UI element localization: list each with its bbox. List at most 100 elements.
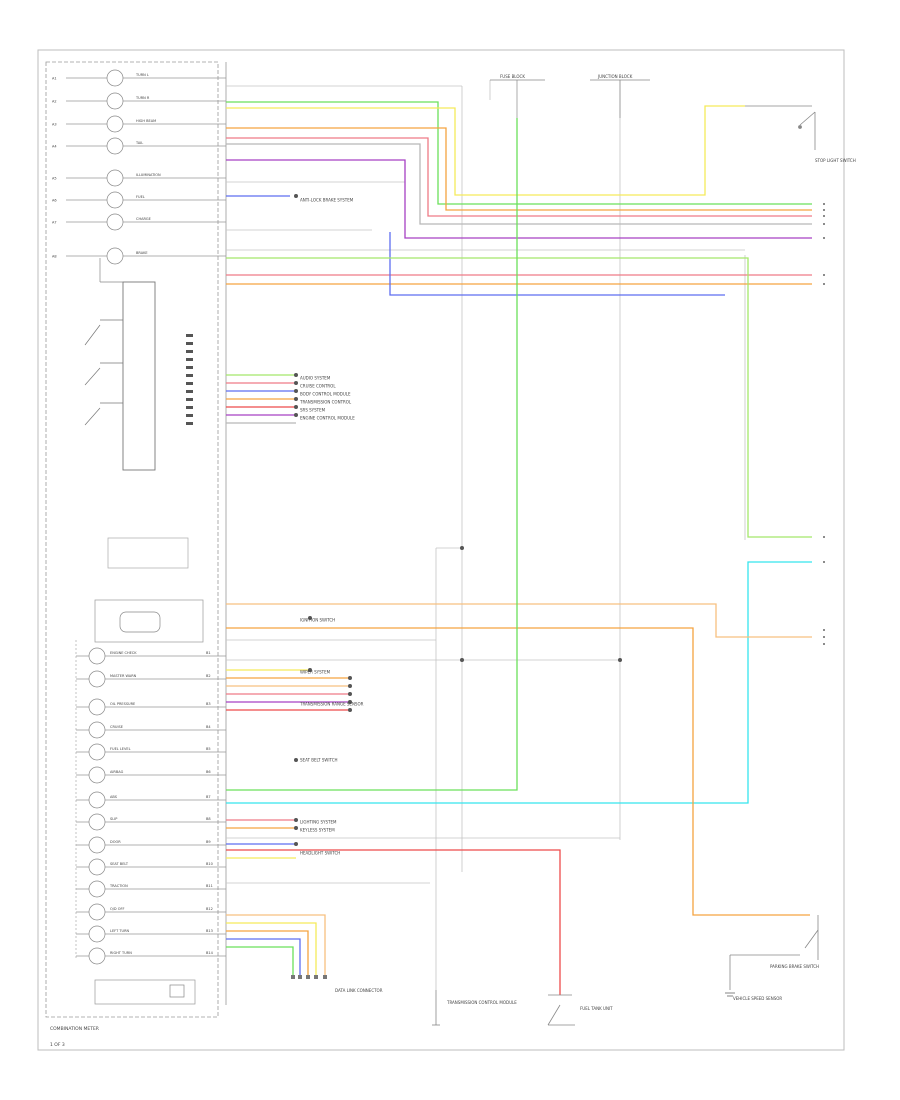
pin-label: A5	[52, 177, 57, 181]
pin-label: B11	[206, 884, 213, 888]
bottom-labels: DATA LINK CONNECTOR TRANSMISSION CONTROL …	[335, 964, 819, 1011]
system-label: SRS SYSTEM	[300, 408, 326, 413]
fuse-block	[490, 79, 650, 118]
lamp-label: OIL PRESSURE	[110, 702, 135, 706]
bulb-icon	[88, 721, 106, 739]
system-label: ENGINE CONTROL MODULE	[300, 416, 355, 421]
lamp-row: ABS B7	[76, 791, 226, 809]
combination-meter-box	[45, 61, 219, 1018]
pin-label: B5	[206, 747, 211, 751]
component-label: JUNCTION BLOCK	[597, 74, 633, 79]
system-label: CRUISE CONTROL	[300, 384, 336, 389]
bulb-icon	[106, 137, 124, 155]
system-label: BODY CONTROL MODULE	[300, 392, 351, 397]
lamp-label: LEFT TURN	[110, 929, 129, 933]
system-label: ANTI-LOCK BRAKE SYSTEM	[300, 198, 354, 203]
left-item: A4 TAIL	[52, 137, 226, 155]
lamp-row: RIGHT TURN B14	[76, 947, 226, 965]
system-label: IGNITION SWITCH	[300, 618, 335, 623]
pin-label: B8	[206, 817, 211, 821]
bulb-icon	[88, 813, 106, 831]
component-label: VEHICLE SPEED SENSOR	[733, 996, 782, 1001]
component-label: FUEL TANK UNIT	[580, 1006, 613, 1011]
lamp-label: ABS	[110, 795, 118, 799]
center-labels: ANTI-LOCK BRAKE SYSTEM AUDIO SYSTEM CRUISE…	[299, 198, 364, 856]
system-label: HEADLIGHT SWITCH	[300, 851, 340, 856]
component-label: STOP LIGHT SWITCH	[815, 158, 856, 163]
lamp-row: LEFT TURN B13	[76, 925, 226, 943]
system-label: TRANSMISSION CONTROL	[299, 400, 352, 405]
bulb-icon	[106, 247, 124, 265]
lamp-label: SEAT BELT	[110, 862, 129, 866]
switch-icon	[84, 319, 123, 426]
left-item: A8 BRAKE	[52, 247, 226, 265]
bulb-icon	[106, 115, 124, 133]
item-label: TURN R	[135, 96, 150, 100]
bulb-icon	[106, 92, 124, 110]
item-label: HIGH BEAM	[136, 119, 156, 123]
pin-label: B9	[206, 840, 211, 844]
lamp-row: OIL PRESSURE B3	[76, 698, 226, 716]
pin-label: B13	[206, 929, 213, 933]
stop-light-switch-icon	[745, 105, 816, 150]
component-label: TRANSMISSION CONTROL MODULE	[446, 1000, 517, 1005]
bulb-icon	[88, 836, 106, 854]
pin-label: B12	[206, 907, 213, 911]
pin-label: B10	[206, 862, 213, 866]
wire-stubs	[226, 374, 350, 859]
lamp-label: MASTER WARN	[110, 674, 137, 678]
bulb-icon	[106, 213, 124, 231]
pin-label: A6	[52, 199, 57, 203]
gray-wires	[226, 80, 746, 990]
system-label: AUDIO SYSTEM	[300, 376, 331, 381]
item-label: TAIL	[135, 141, 143, 145]
connector-arrows	[294, 194, 622, 846]
lamp-row: SLIP B8	[76, 813, 226, 831]
pin-label: B3	[206, 702, 211, 706]
fuel-sender-icon	[547, 994, 575, 1026]
parking-brake-switch-icon	[729, 915, 819, 990]
bulb-icon	[88, 880, 106, 898]
dlc-connector-icon	[291, 975, 327, 979]
page-footer-code: 1 OF 3	[50, 1042, 65, 1048]
pin-label: B2	[206, 674, 211, 678]
lamp-label: SLIP	[110, 817, 117, 821]
bulb-icon	[88, 766, 106, 784]
lamp-label: RIGHT TURN	[110, 951, 132, 955]
pin-label: B7	[206, 795, 211, 799]
item-label: BRAKE	[136, 251, 148, 255]
bulb-icon	[88, 670, 106, 688]
system-label: TRANSMISSION RANGE SENSOR	[299, 702, 364, 707]
bulb-icon	[88, 698, 106, 716]
pin-label: A4	[52, 145, 57, 149]
pin-label: A8	[52, 255, 57, 259]
system-label: SEAT BELT SWITCH	[300, 758, 338, 763]
component-label: DATA LINK CONNECTOR	[335, 988, 383, 993]
system-label: WIPER SYSTEM	[300, 670, 331, 675]
diagram-frame	[37, 49, 845, 1051]
bulb-icon	[88, 903, 106, 921]
connector-icon	[186, 334, 193, 425]
bulb-icon	[106, 169, 124, 187]
bulb-icon	[88, 925, 106, 943]
tcm-connector-icon	[432, 990, 440, 1026]
pin-label: A1	[52, 77, 57, 81]
item-label: ILLUMINATION	[136, 173, 161, 177]
lamp-label: DOOR	[110, 840, 121, 844]
bulb-icon	[88, 791, 106, 809]
ground-icon	[725, 992, 735, 997]
pin-label: A7	[52, 221, 57, 225]
lamp-row: MASTER WARN B2	[76, 670, 226, 688]
bulb-icon	[88, 858, 106, 876]
pin-label: B14	[206, 951, 214, 955]
bulb-icon	[88, 647, 106, 665]
